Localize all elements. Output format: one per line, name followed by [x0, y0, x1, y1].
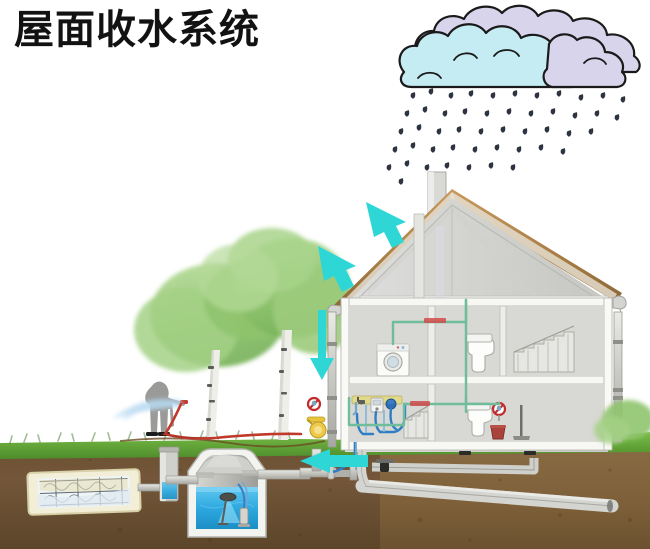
roof-flow-arrow-1 — [366, 202, 406, 248]
pipe-label-upper — [424, 318, 446, 323]
left-downspout — [327, 311, 337, 448]
cistern-outlet-pipe — [165, 475, 199, 485]
partition-wall — [427, 383, 436, 442]
soakaway-infiltration-crate — [26, 468, 142, 516]
pipe-label-lower — [410, 401, 430, 406]
rain-cloud — [398, 4, 641, 89]
birch-trunk-left — [206, 350, 220, 440]
person-watering — [112, 381, 303, 440]
inspection-shaft — [158, 446, 180, 502]
cistern-inlet-arrow — [300, 449, 368, 473]
roof-flow-arrow-2 — [318, 246, 356, 292]
staircase-upper — [513, 325, 575, 373]
pump-control-unit — [351, 395, 403, 416]
garden-tap — [306, 416, 327, 439]
submersible-pump — [237, 481, 250, 527]
partition-wall — [499, 305, 507, 377]
bucket — [490, 425, 506, 440]
house-cross-section — [327, 171, 650, 452]
upper-floor — [349, 305, 604, 377]
water-spray — [112, 399, 182, 420]
garden-tap-assembly — [306, 396, 327, 439]
non-potable-water-sign-outdoor — [306, 396, 322, 412]
staircase-lower — [403, 405, 429, 439]
mop — [513, 405, 530, 440]
downspout-flow-arrow — [310, 310, 334, 380]
garden-bush — [594, 400, 650, 444]
rain-drops — [386, 88, 626, 187]
non-potable-water-sign — [491, 401, 507, 417]
partition-wall — [427, 305, 436, 377]
foundation-drain-pipe — [355, 450, 619, 513]
ground-floor — [349, 383, 604, 442]
page-title: 屋面收水系统 — [14, 7, 260, 53]
birch-trunk-right — [278, 330, 292, 440]
floating-intake-filter — [218, 492, 237, 525]
attic-floor-slab — [344, 297, 609, 307]
ground-floor-slab — [344, 440, 609, 451]
washing-machine — [376, 343, 410, 377]
garden-hose — [162, 402, 303, 440]
upper-floor-slab — [344, 375, 609, 385]
flow-arrows — [300, 202, 406, 473]
rainwater-supply-pipes — [347, 298, 501, 427]
underground-cistern — [165, 448, 311, 538]
